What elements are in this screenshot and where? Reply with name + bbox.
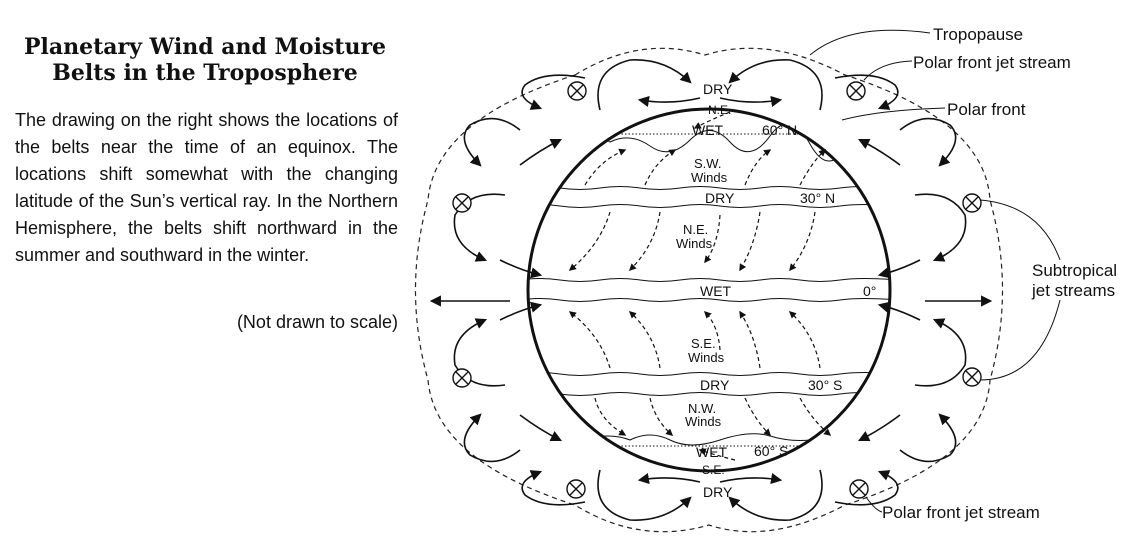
label-ne-winds-2: Winds xyxy=(676,236,713,251)
label-dry-top: DRY xyxy=(703,81,733,97)
label-dry-30n: DRY xyxy=(705,190,735,206)
label-wet-60n: WET xyxy=(692,122,724,138)
label-dry-30s: DRY xyxy=(700,377,730,393)
jet-symbol-subtropical-se xyxy=(962,367,982,387)
label-ne-top: N.E. xyxy=(708,103,731,117)
diagram-title: Planetary Wind and Moisture Belts in the… xyxy=(0,34,410,86)
callout-tropopause: Tropopause xyxy=(933,25,1023,44)
jet-symbol-polar-nw xyxy=(567,81,587,101)
description-text: The drawing on the right shows the locat… xyxy=(15,110,398,265)
label-ne-winds-1: N.E. xyxy=(683,222,708,237)
label-sw-winds-1: S.W. xyxy=(694,156,721,171)
callout-polar-jet-bottom: Polar front jet stream xyxy=(882,503,1040,522)
callout-subtropical-1: Subtropical xyxy=(1032,261,1117,280)
label-se-winds-1: S.E. xyxy=(691,336,716,351)
jet-symbol-subtropical-sw xyxy=(452,368,472,388)
label-nw-winds-2: Winds xyxy=(685,414,722,429)
callout-leaders xyxy=(809,29,1061,513)
title-line-2: Belts in the Troposphere xyxy=(52,60,358,86)
label-se-winds-2: Winds xyxy=(688,350,725,365)
earth-circle xyxy=(526,107,892,473)
label-sw-winds-2: Winds xyxy=(691,170,728,185)
jet-stream-symbols xyxy=(452,81,982,499)
circulation-cells xyxy=(429,59,993,521)
callout-polar-front: Polar front xyxy=(947,100,1026,119)
surface-wind-arrows xyxy=(568,111,832,461)
label-lat-60n: 60° N xyxy=(762,122,797,138)
jet-symbol-subtropical-ne xyxy=(962,193,982,213)
label-wet-60s: WET xyxy=(696,444,728,460)
jet-symbol-polar-ne xyxy=(846,81,866,101)
label-nw-winds-1: N.W. xyxy=(688,401,716,416)
scale-note: (Not drawn to scale) xyxy=(236,312,398,332)
label-dry-bottom: DRY xyxy=(703,484,733,500)
label-lat-30n: 30° N xyxy=(800,190,835,206)
label-wet-equator: WET xyxy=(700,283,732,299)
callout-subtropical-2: jet streams xyxy=(1031,281,1115,300)
jet-symbol-polar-se xyxy=(849,479,869,499)
label-lat-0: 0° xyxy=(863,283,876,299)
title-line-1: Planetary Wind and Moisture xyxy=(23,34,387,60)
label-se-bottom: S.E. xyxy=(702,463,725,477)
label-lat-30s: 30° S xyxy=(808,377,842,393)
latitude-belts xyxy=(528,119,890,447)
jet-symbol-subtropical-nw xyxy=(452,193,472,213)
jet-symbol-polar-sw xyxy=(566,479,586,499)
label-lat-60s: 60° S xyxy=(754,443,788,459)
callout-polar-jet-top: Polar front jet stream xyxy=(913,53,1071,72)
